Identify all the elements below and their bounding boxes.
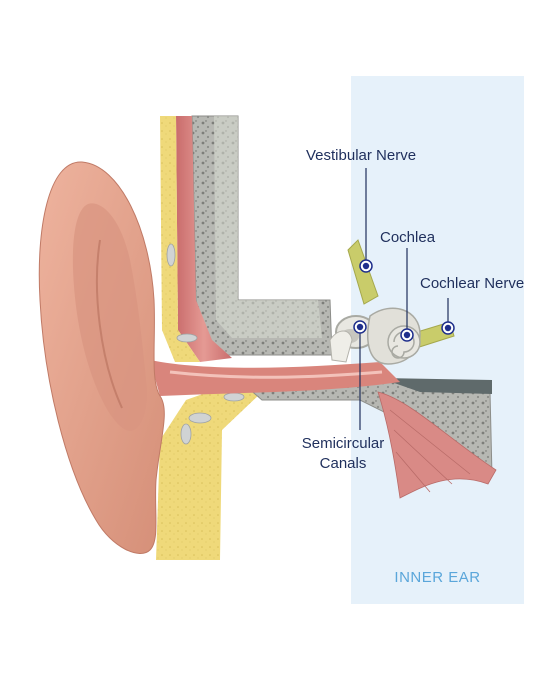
lower-fat-layer (156, 382, 262, 560)
semicircular-canals-label-line2: Canals (319, 455, 367, 472)
cochlea-label: Cochlea (380, 229, 436, 246)
vestibular-nerve-marker (359, 259, 373, 273)
upper-fat-layer (160, 116, 200, 362)
upper-gland-1 (166, 243, 176, 267)
ear-canal-highlight (169, 370, 383, 379)
semicircular-canals-label: Semicircular Canals (298, 435, 388, 473)
lower-gland-2 (180, 423, 192, 445)
lower-gland-1 (188, 412, 212, 424)
upper-bone-face (214, 116, 322, 338)
upper-gland-2 (176, 333, 198, 343)
vestibular-nerve-label: Vestibular Nerve (306, 147, 417, 164)
semicircular-canals-marker (353, 320, 367, 334)
pinna-inner-fold (72, 203, 147, 431)
cochlear-nerve-marker (441, 321, 455, 335)
inner-ear-panel-title: INNER EAR (394, 569, 481, 586)
ossicles-shape (329, 330, 353, 363)
lower-gland-3 (223, 392, 245, 402)
upper-muscle-layer (176, 116, 232, 362)
lower-bone-top (380, 378, 492, 394)
semicircular-canals-label-line1: Semicircular (301, 435, 385, 452)
cochlear-nerve-label: Cochlear Nerve (420, 275, 525, 292)
cochlea-marker (400, 328, 414, 342)
